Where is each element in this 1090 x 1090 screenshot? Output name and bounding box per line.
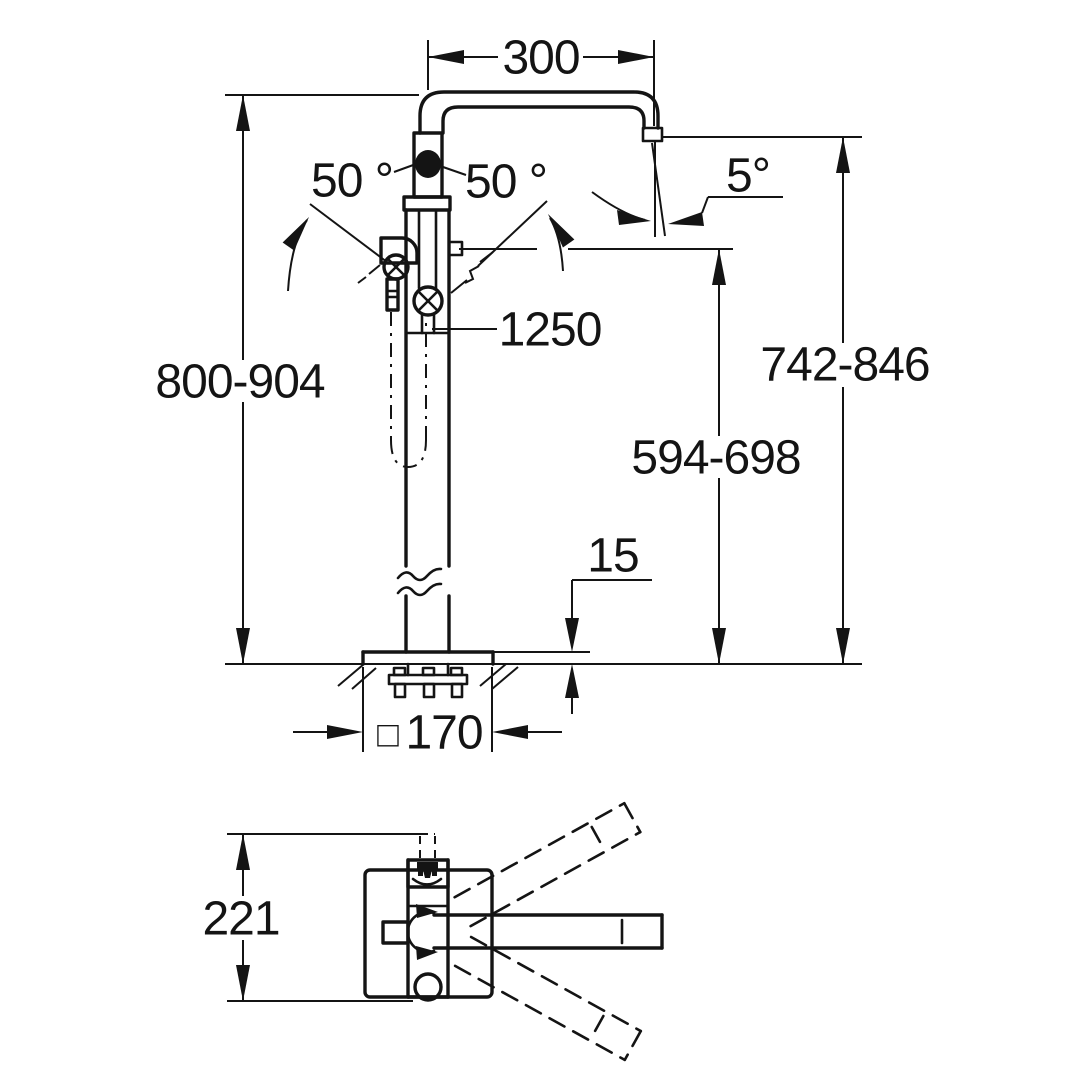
handle-knob — [415, 150, 441, 178]
column-top-cap — [402, 195, 452, 212]
diverter-valve — [412, 285, 444, 317]
dim-base-square: □ 170 — [293, 667, 562, 760]
dim-spout-height-label: 742-846 — [760, 339, 929, 392]
break-line — [396, 567, 443, 582]
dim-base-square-label: 170 — [405, 707, 482, 760]
dim-handshower-height: 594-698 — [459, 248, 802, 664]
dim-spout-height: 742-846 — [662, 136, 931, 664]
dim-spout-reach-label: 300 — [502, 32, 579, 85]
hand-shower-grip — [385, 277, 400, 312]
hand-shower-holder — [379, 236, 419, 265]
fixing-bolt — [393, 682, 407, 699]
break-line — [396, 582, 443, 597]
plan-spout-swivel-up — [453, 801, 642, 928]
under-floor-fixing — [387, 662, 469, 699]
dim-lever-angle-left-label: 50 ° — [311, 155, 393, 208]
plan-view: 221 — [202, 801, 664, 1062]
plan-body — [381, 858, 450, 1002]
dim-hose-length-label: 1250 — [499, 304, 602, 357]
spout-aerator — [641, 126, 664, 143]
dim-overall-height: 800-904 — [155, 94, 419, 664]
dim-outlet-angle-label: 5° — [726, 150, 770, 203]
hand-shower — [357, 236, 419, 312]
dim-outlet-angle: 5° — [591, 150, 783, 226]
plan-swivel-arc — [406, 904, 438, 960]
dim-plate-height: 15 — [493, 530, 652, 714]
fixing-bolt — [422, 682, 436, 699]
dim-plan-depth: 221 — [202, 833, 424, 1002]
spout — [418, 90, 664, 143]
dim-plate-height-label: 15 — [587, 530, 638, 583]
dim-lever-angle-left: 50 ° — [282, 155, 394, 292]
fixing-bolt — [450, 682, 464, 699]
shower-hose — [390, 312, 427, 469]
dim-plan-depth-label: 221 — [202, 893, 279, 946]
dim-base-square-symbol: □ — [377, 714, 399, 755]
front-view: 300 800-904 742-846 594-698 — [155, 32, 931, 760]
lever-handle — [393, 131, 467, 199]
base-plate — [361, 650, 495, 666]
plan-spout-stub — [419, 833, 436, 858]
riser-column — [396, 195, 464, 654]
outlet-stream — [651, 141, 666, 237]
dim-overall-height-label: 800-904 — [155, 356, 324, 409]
plan-holder-nub — [381, 920, 410, 945]
dim-lever-angle-right: 50 ° — [450, 156, 575, 294]
plan-spout — [432, 913, 664, 950]
dim-hose-length: 1250 — [432, 304, 602, 357]
dim-handshower-height-label: 594-698 — [631, 432, 800, 485]
dim-spout-reach: 300 — [427, 32, 655, 126]
plan-spout-swivel-down — [453, 935, 643, 1062]
dim-lever-angle-right-label: 50 ° — [465, 156, 547, 209]
plan-bottom-port — [413, 972, 443, 1002]
